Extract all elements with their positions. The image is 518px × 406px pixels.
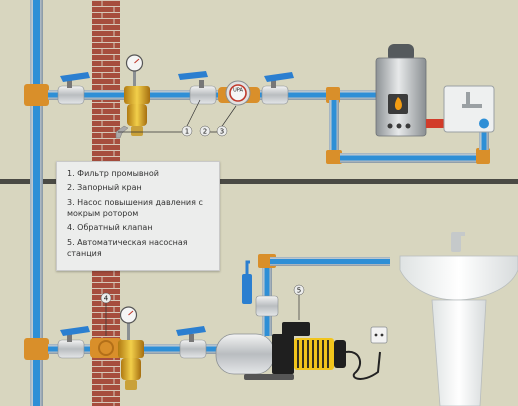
pipe-to-boiler (326, 87, 490, 164)
legend-item-filter: 1. Фильтр промывной (67, 169, 159, 178)
wall-socket (370, 326, 388, 344)
pump-outlet-riser (242, 254, 390, 336)
check-valve-4 (90, 338, 122, 358)
callout-4: 4 (104, 295, 109, 303)
pump-badge: UPA (233, 88, 243, 94)
callout-5: 5 (297, 287, 301, 295)
ball-valve-top-left (57, 72, 90, 105)
cold-connector (479, 118, 489, 129)
floor-slab (0, 179, 518, 184)
callout-marker-2 (199, 125, 211, 137)
legend-panel: 1. Фильтр промывной 2. Запорный кран 3. … (56, 161, 220, 271)
flame-icon (394, 97, 402, 110)
valve-handle (60, 72, 90, 82)
power-cable (345, 326, 388, 380)
callout-marker-1 (181, 125, 193, 137)
callout-leaders (105, 99, 300, 336)
callout-marker-3 (216, 125, 228, 137)
booster-pump-3: UPA (218, 80, 260, 106)
callout-3: 3 (220, 128, 224, 136)
riser-tee-top (24, 84, 49, 106)
valve-handle (178, 71, 208, 80)
mixer-panel (443, 85, 495, 133)
ball-valve-bottom-left (57, 326, 90, 359)
washbasin (399, 232, 518, 406)
valve-handle (176, 326, 206, 336)
legend-item-pump-station: 5. Автоматическая насосная станция (67, 237, 188, 258)
callout-marker-4 (100, 292, 112, 304)
ball-valve-bottom-right (176, 326, 207, 359)
shutoff-valve-2 (178, 71, 217, 105)
water-heater (375, 44, 427, 137)
valve-handle (264, 72, 294, 82)
legend-item-check-valve: 4. Обратный клапан (67, 223, 153, 233)
riser-tee-bottom (24, 338, 49, 360)
flushing-filter-bottom (118, 306, 144, 390)
callout-1: 1 (185, 128, 189, 136)
flushing-filter-top (124, 54, 150, 136)
callout-marker-5 (293, 284, 305, 296)
ball-valve-top-right (261, 72, 294, 105)
pump-station-5 (215, 322, 346, 380)
legend-item-shutoff-valve: 2. Запорный кран (67, 183, 142, 193)
pressure-switch (242, 274, 252, 304)
callout-2: 2 (203, 128, 207, 136)
legend-item-booster-pump: 3. Насос повышения давления с мокрым рот… (67, 197, 203, 218)
valve-handle (60, 326, 90, 336)
